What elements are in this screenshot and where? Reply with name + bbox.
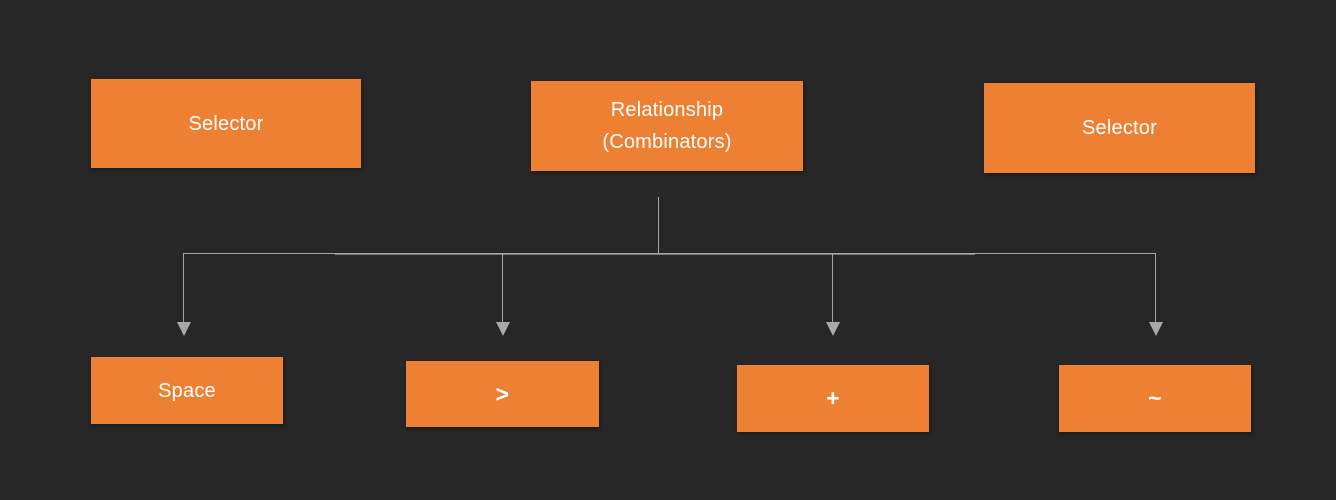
node-combinator-child-label: > — [495, 380, 510, 407]
node-combinator-space-label: Space — [158, 379, 216, 402]
node-relationship-combinators-label: Relationship (Combinators) — [602, 99, 732, 153]
node-combinator-adjacent-sibling-label: + — [826, 385, 840, 411]
connector-horizontal-rail — [183, 253, 1156, 254]
node-combinator-child: > — [406, 361, 599, 427]
node-combinator-general-sibling: ~ — [1059, 365, 1251, 432]
arrowhead-down-icon — [826, 322, 840, 336]
connector-drop-space — [183, 253, 184, 322]
node-selector-right-label: Selector — [1082, 117, 1157, 139]
arrowhead-down-icon — [496, 322, 510, 336]
node-selector-left-label: Selector — [188, 112, 264, 135]
node-selector-right: Selector — [984, 83, 1255, 173]
node-combinator-space: Space — [91, 357, 283, 424]
node-combinator-general-sibling-label: ~ — [1148, 385, 1162, 411]
connector-drop-child — [502, 253, 503, 322]
arrowhead-down-icon — [1149, 322, 1163, 336]
arrowhead-down-icon — [177, 322, 191, 336]
node-combinator-adjacent-sibling: + — [737, 365, 929, 432]
node-selector-left: Selector — [91, 79, 361, 168]
connector-horizontal-rail-shade — [335, 254, 975, 255]
connector-drop-adjacent-sibling — [832, 253, 833, 322]
node-relationship-combinators: Relationship (Combinators) — [531, 81, 803, 171]
connector-stub-vertical — [658, 197, 659, 254]
connector-drop-general-sibling — [1155, 253, 1156, 322]
